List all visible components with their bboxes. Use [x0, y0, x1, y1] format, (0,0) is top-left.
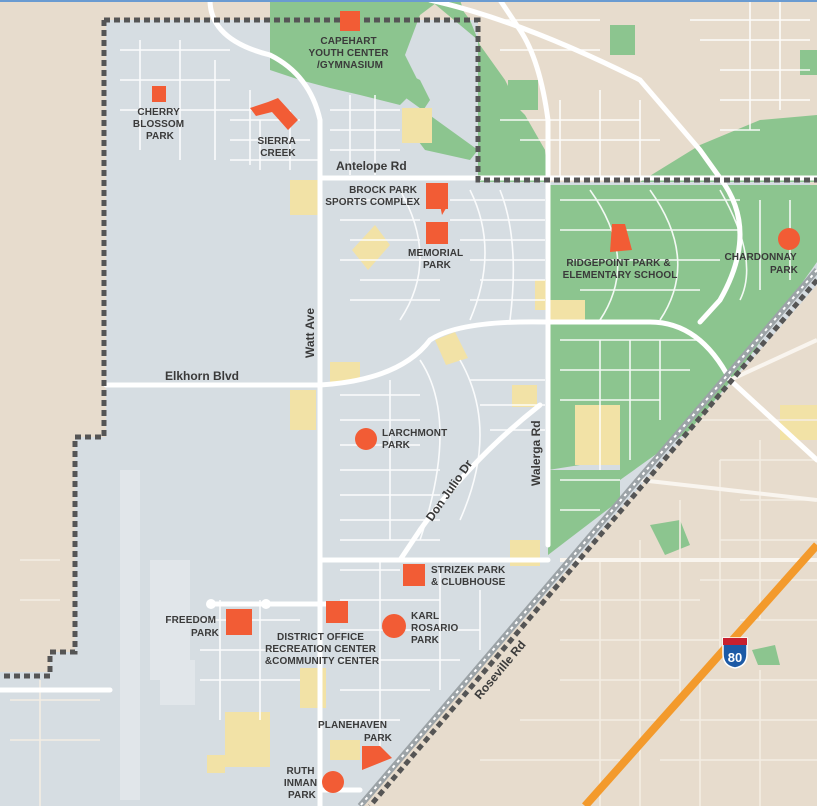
label-district-office: DISTRICT OFFICE RECREATION CENTER &COMMU…	[265, 632, 380, 667]
ridgepoint-marker[interactable]	[610, 224, 632, 252]
east-green-zone	[640, 115, 817, 182]
school-site-16	[780, 405, 817, 440]
planehaven-marker[interactable]	[362, 746, 392, 770]
school-site-4	[435, 332, 468, 365]
top-frame-line	[0, 0, 817, 2]
road-label-elkhorn: Elkhorn Blvd	[165, 369, 239, 383]
green-blob-5	[752, 645, 780, 665]
label-cherry-blossom: CHERRY BLOSSOM PARK	[133, 107, 187, 142]
brock-park-marker[interactable]	[426, 183, 448, 209]
outside-streets	[10, 419, 817, 806]
school-site-3	[352, 225, 390, 270]
label-ridgepoint: RIDGEPOINT PARK & ELEMENTARY SCHOOL	[563, 258, 678, 281]
school-site-15	[330, 740, 360, 760]
road-label-watt: Watt Ave	[303, 308, 317, 358]
east-arterial-roads	[560, 338, 817, 562]
school-site-5	[290, 390, 316, 430]
label-sierra-creek: SIERRA CREEK	[258, 136, 299, 159]
label-larchmont: LARCHMONT PARK	[382, 428, 450, 451]
school-site-9	[550, 300, 585, 320]
capehart-marker[interactable]	[340, 11, 360, 31]
label-ruth-inman: RUTH INMAN PARK	[284, 766, 320, 801]
facility-markers	[152, 11, 800, 793]
road-label-walerga: Walerga Rd	[529, 420, 543, 486]
chardonnay-marker[interactable]	[778, 228, 800, 250]
label-brock-park: BROCK PARK SPORTS COMPLEX	[325, 185, 420, 208]
label-karl-rosario: KARL ROSARIO PARK	[411, 611, 461, 646]
freedom-path-dot-1	[206, 599, 216, 609]
school-site-13	[225, 712, 270, 767]
label-capehart: CAPEHART YOUTH CENTER /GYMNASIUM	[309, 36, 392, 71]
district-boundary	[0, 17, 817, 806]
memorial-marker[interactable]	[426, 222, 448, 244]
green-blob-3	[800, 50, 817, 75]
karl-rosario-marker[interactable]	[382, 614, 406, 638]
interstate-number: 80	[728, 650, 742, 665]
school-site-7	[512, 385, 537, 407]
label-freedom: FREEDOM PARK	[165, 615, 219, 639]
railroad-ties	[359, 269, 817, 806]
label-strizek: STRIZEK PARK & CLUBHOUSE	[431, 565, 508, 588]
district-office-marker[interactable]	[326, 601, 348, 623]
green-blob-2	[610, 25, 635, 55]
label-chardonnay: CHARDONNAY PARK	[724, 252, 799, 276]
ridgepoint-green-zone-lower	[548, 470, 620, 555]
strizek-marker[interactable]	[403, 564, 425, 586]
label-planehaven: PLANEHAVEN PARK	[318, 720, 393, 744]
interstate-80	[582, 542, 817, 806]
residential-streets	[120, 0, 810, 760]
brock-park-tail	[440, 205, 448, 215]
school-site-6	[330, 362, 360, 382]
airfield-runway	[120, 470, 140, 800]
green-blob-1	[508, 80, 538, 110]
larchmont-marker[interactable]	[355, 428, 377, 450]
school-site-14	[207, 755, 225, 773]
school-site-10	[575, 405, 620, 465]
cherry-blossom-marker[interactable]	[152, 86, 166, 102]
road-label-antelope: Antelope Rd	[336, 159, 407, 173]
school-site-2	[290, 180, 318, 215]
label-memorial: MEMORIAL PARK	[408, 248, 466, 271]
interstate-shield-icon: 80	[722, 637, 748, 669]
airfield-building	[160, 660, 195, 705]
school-site-1	[402, 108, 432, 143]
sierra-creek-marker[interactable]	[250, 98, 298, 130]
ruth-inman-marker[interactable]	[322, 771, 344, 793]
freedom-path-dot-2	[261, 599, 271, 609]
freedom-marker[interactable]	[226, 609, 252, 635]
